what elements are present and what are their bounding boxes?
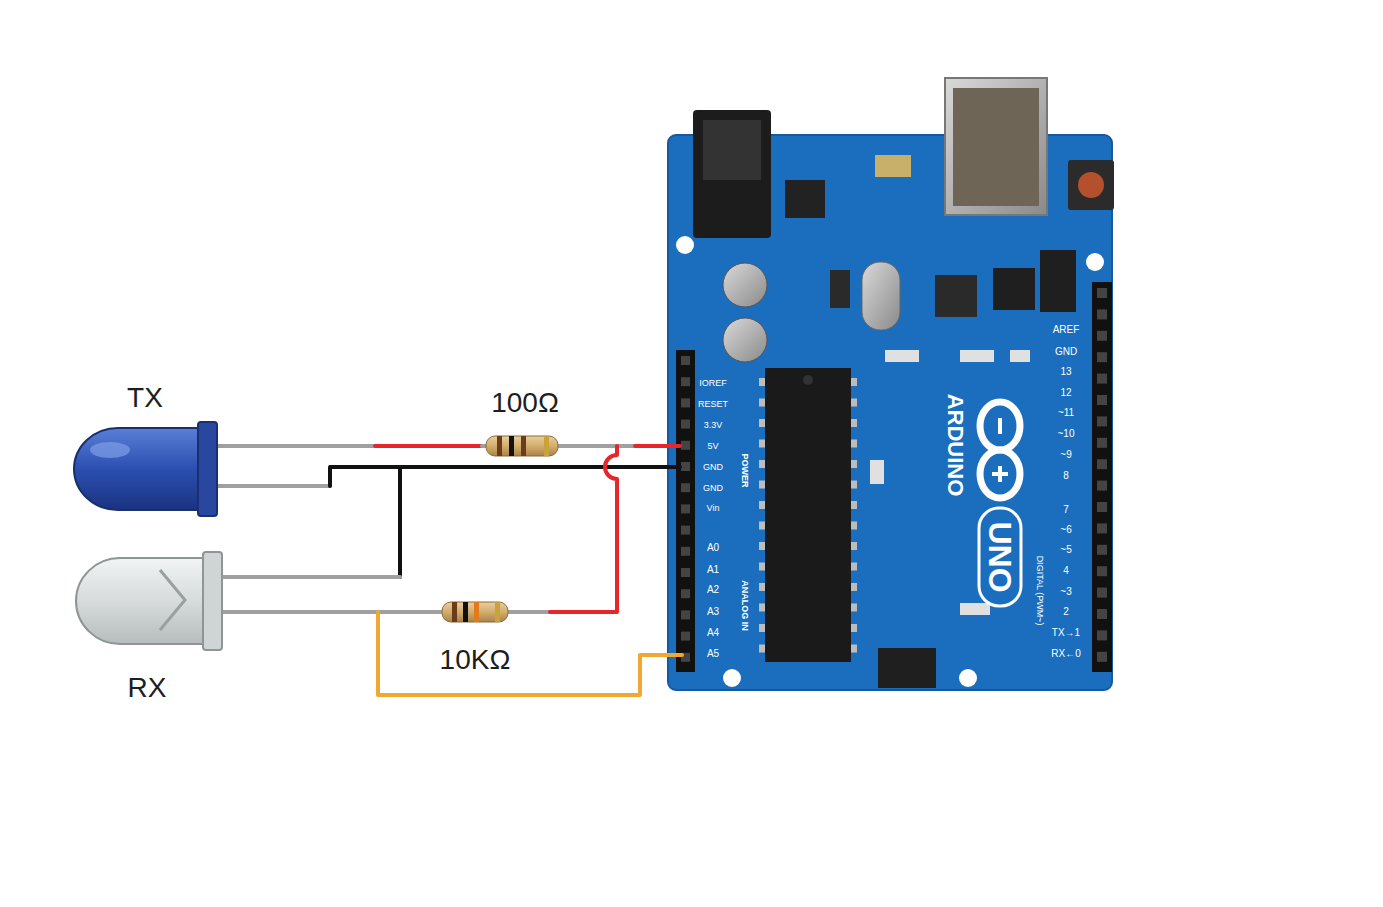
wiring (217, 446, 682, 695)
usb-opening (953, 88, 1039, 206)
reset-button (1068, 160, 1114, 210)
pin-label: ~10 (1058, 429, 1075, 439)
power-jack (693, 110, 771, 238)
pin-label: ~9 (1060, 450, 1071, 460)
pin-label: Vin (707, 504, 720, 513)
arduino-board (668, 78, 1114, 690)
red-wire (375, 444, 482, 448)
mounting-hole (723, 669, 741, 687)
icsp-header (1040, 250, 1076, 312)
capacitor (723, 263, 767, 307)
power-analog-header (676, 350, 695, 672)
pin-label: GND (703, 463, 723, 472)
led-lead (217, 484, 330, 488)
pin-label: A5 (707, 649, 719, 659)
pin-label: POWER (739, 453, 748, 487)
microcontroller-chip (765, 368, 851, 662)
pin-label: A4 (707, 628, 719, 638)
black-wire (398, 467, 402, 577)
yellow-wire (378, 612, 682, 695)
pin-label: ~6 (1060, 525, 1071, 535)
icsp-header (878, 648, 936, 688)
usb-chip (935, 275, 977, 317)
ir-led-transmitter (74, 422, 217, 516)
pin-label: 13 (1060, 367, 1071, 377)
crystal (862, 262, 900, 330)
voltage-regulator (785, 180, 825, 218)
red-wire (550, 446, 617, 612)
led-label: TX (127, 384, 163, 412)
mounting-hole (959, 669, 977, 687)
arduino-logo (980, 402, 1020, 498)
pin-label: ~3 (1060, 587, 1071, 597)
led-lead (220, 575, 400, 579)
mounting-hole (1086, 253, 1104, 271)
resistor-value: 100Ω (491, 389, 559, 417)
pin-label: 4 (1063, 566, 1069, 576)
pin-label: A0 (707, 543, 719, 553)
pin-label: 2 (1063, 607, 1069, 617)
pin-label: 12 (1060, 388, 1071, 398)
pin-label: ~11 (1058, 408, 1074, 418)
pin-label: RX←0 (1051, 649, 1080, 659)
pin-label: DIGITAL (PWM~) (1036, 555, 1045, 625)
model-name: UNO (984, 521, 1016, 592)
usb-connector (945, 78, 1047, 215)
pin-label: GND (1055, 347, 1077, 357)
black-wire (330, 467, 680, 486)
led-label: RX (128, 674, 167, 702)
pin-label: A1 (707, 565, 719, 575)
pin-label: RESET (698, 400, 728, 409)
pin-label: ANALOG IN (740, 580, 749, 631)
resistor-value: 10KΩ (440, 646, 511, 674)
ir-photodiode-receiver (76, 552, 222, 650)
digital-header (1092, 282, 1112, 672)
brand-name: ARDUINO (944, 394, 966, 497)
resistor-symbol (486, 436, 558, 456)
pin-label: A3 (707, 607, 719, 617)
pin-label: 3.3V (704, 421, 723, 430)
fuse (875, 155, 911, 177)
pin-label: A2 (707, 585, 719, 595)
resistor-symbol (442, 602, 508, 622)
pin-label: IOREF (699, 379, 727, 388)
red-wire (635, 444, 680, 448)
pin-label: TX→1 (1052, 628, 1080, 638)
pin-label: 5V (707, 442, 718, 451)
icsp-header (993, 268, 1035, 310)
capacitor (723, 318, 767, 362)
mounting-hole (676, 236, 694, 254)
pin-label: AREF (1053, 325, 1080, 335)
pin-label: 8 (1063, 471, 1069, 481)
pin-label: GND (703, 484, 723, 493)
logo-outline (979, 508, 1021, 606)
pin-label: ~5 (1060, 545, 1071, 555)
pin-label: 7 (1063, 505, 1069, 515)
led-lead (217, 444, 375, 448)
